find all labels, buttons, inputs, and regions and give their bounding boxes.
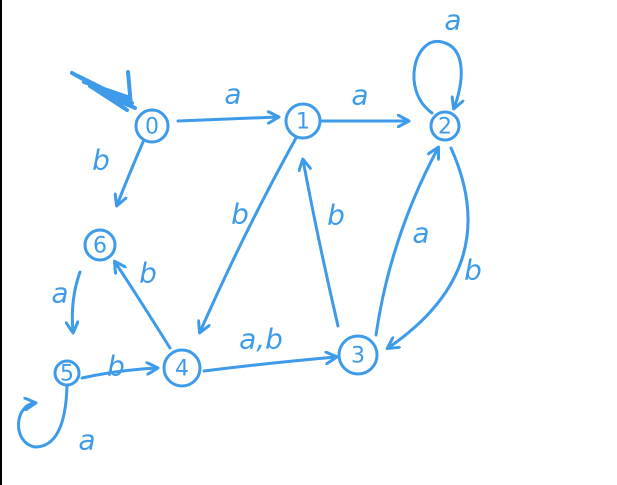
transition-label-6-to-5: a — [51, 277, 68, 310]
transition-label-1-to-4: b — [231, 198, 249, 231]
transition-6-to-5 — [72, 270, 82, 332]
transition-labels: a a a b b b a b a b b a,b a — [51, 4, 481, 457]
start-state-arrow — [70, 70, 137, 112]
transition-1-to-4 — [200, 136, 298, 332]
transitions — [17, 39, 470, 449]
transition-4-to-3 — [202, 357, 336, 373]
state-circle-6 — [83, 228, 117, 262]
state-label-0: 0 — [145, 115, 159, 140]
transition-label-1-to-2: a — [351, 79, 368, 112]
state-label-2: 2 — [438, 115, 452, 140]
transition-label-4-to-3: a,b — [239, 323, 283, 356]
transition-5-to-4 — [80, 368, 157, 380]
transition-0-to-1 — [176, 117, 278, 121]
transition-0-to-6 — [117, 140, 145, 205]
transition-3-to-1 — [303, 160, 340, 328]
state-circle-4 — [162, 348, 202, 388]
transition-3-to-2 — [374, 148, 438, 337]
transition-label-5-to-4: b — [107, 350, 125, 383]
transition-4-to-6 — [115, 262, 172, 350]
state-4: 4 — [162, 348, 202, 388]
states: 0 1 2 3 4 5 6 — [53, 102, 461, 388]
window-left-border — [0, 0, 2, 485]
state-2: 2 — [429, 110, 461, 142]
transition-label-0-to-6: b — [92, 144, 110, 177]
transition-label-3-to-2: a — [412, 217, 429, 250]
transition-label-0-to-1: a — [224, 78, 241, 111]
state-label-6: 6 — [93, 234, 107, 259]
transition-5-to-5 — [17, 384, 69, 449]
state-label-3: 3 — [351, 344, 365, 369]
state-circle-5 — [53, 359, 81, 387]
state-circle-3 — [337, 334, 379, 376]
transition-label-2-to-3: b — [464, 254, 482, 287]
state-3: 3 — [337, 334, 379, 376]
state-label-5: 5 — [60, 362, 74, 387]
state-circle-0 — [134, 108, 170, 144]
state-label-4: 4 — [175, 357, 189, 382]
transition-label-3-to-1: b — [327, 199, 345, 232]
state-6: 6 — [83, 228, 117, 262]
state-0: 0 — [134, 108, 170, 144]
start-arrow — [70, 70, 137, 112]
state-circle-2 — [429, 110, 461, 142]
transition-label-4-to-6: b — [139, 257, 157, 290]
state-1: 1 — [284, 102, 322, 140]
state-label-1: 1 — [296, 110, 310, 135]
start-arrow-stroke — [70, 70, 137, 112]
transition-2-to-2 — [412, 39, 461, 115]
state-5: 5 — [53, 359, 81, 387]
transition-label-5-to-5: a — [78, 424, 95, 457]
transition-2-to-3 — [388, 146, 470, 348]
state-circle-1 — [284, 102, 322, 140]
transition-label-2-to-2: a — [444, 4, 461, 37]
